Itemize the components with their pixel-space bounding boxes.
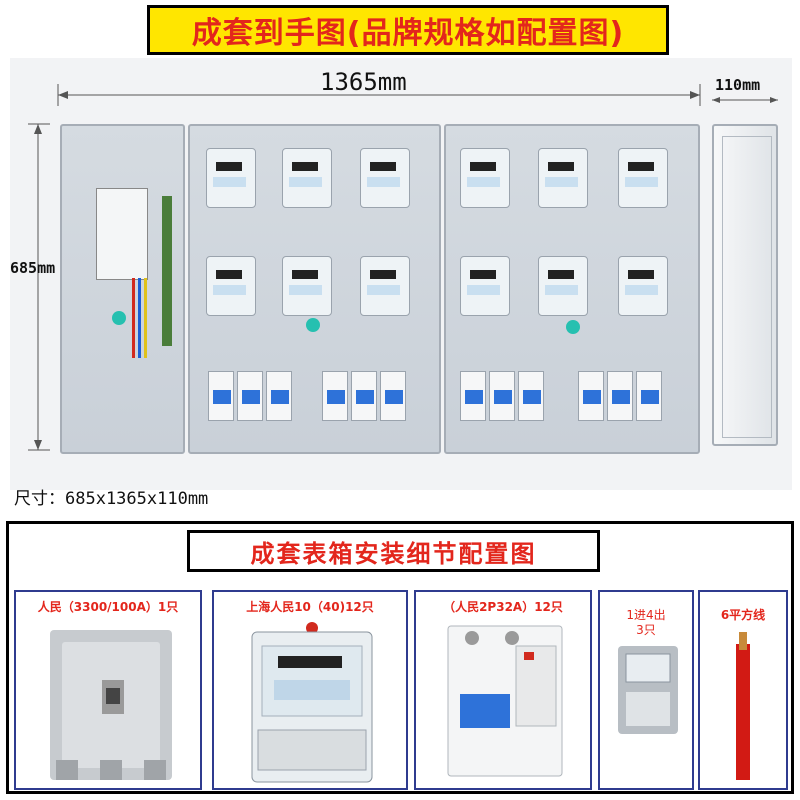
- breaker: [237, 371, 263, 421]
- terminal-marker: [566, 320, 580, 334]
- breaker: [518, 371, 544, 421]
- energy-meter: [282, 148, 332, 208]
- breaker: [460, 371, 486, 421]
- height-dimension: 685mm: [10, 259, 56, 277]
- wire-yellow: [144, 278, 147, 358]
- detail-card-meter: 上海人民10（40)12只: [212, 590, 408, 790]
- depth-dimension: 110mm: [715, 76, 761, 94]
- energy-meter: [206, 148, 256, 208]
- energy-meter: [538, 148, 588, 208]
- top-title-banner: 成套到手图(品牌规格如配置图): [147, 5, 669, 55]
- detail-card-wire: 6平方线: [698, 590, 788, 790]
- detail-label-2p-breaker: （人民2P32A）12只: [443, 600, 563, 614]
- side-view-inner: [722, 136, 772, 438]
- detail-label-main-breaker: 人民（3300/100A）1只: [37, 600, 179, 614]
- dimension-lines: [28, 84, 778, 451]
- terminal-strip: [162, 196, 172, 346]
- width-dimension: 1365mm: [320, 68, 407, 96]
- breaker: [266, 371, 292, 421]
- detail-card-2p-breaker: （人民2P32A）12只: [414, 590, 592, 790]
- detail-label-terminal-line2: 3只: [636, 623, 656, 637]
- energy-meter: [282, 256, 332, 316]
- rcbo-breaker-image: [447, 625, 563, 777]
- breaker: [489, 371, 515, 421]
- distribution-terminal-image: [618, 646, 678, 734]
- meter-panel-right: [444, 124, 700, 454]
- energy-meter: [360, 148, 410, 208]
- detail-label-meter: 上海人民10（40)12只: [246, 600, 374, 614]
- energy-meter: [618, 148, 668, 208]
- breaker: [322, 371, 348, 421]
- detail-label-wire: 6平方线: [720, 608, 766, 622]
- molded-case-breaker-image: [50, 630, 172, 780]
- breaker: [380, 371, 406, 421]
- meter-panel-left: [188, 124, 441, 454]
- breaker: [607, 371, 633, 421]
- size-spec: 尺寸：685x1365x110mm: [14, 489, 209, 509]
- breaker: [636, 371, 662, 421]
- top-title: 成套到手图(品牌规格如配置图): [191, 16, 625, 51]
- breaker: [351, 371, 377, 421]
- main-breaker: [96, 188, 148, 280]
- details-frame: [6, 521, 794, 794]
- energy-meter: [538, 256, 588, 316]
- detail-card-terminal: 1进4出 3只: [598, 590, 694, 790]
- energy-meter: [206, 256, 256, 316]
- wire-red: [132, 278, 135, 358]
- details-title: 成套表箱安装细节配置图: [250, 539, 537, 568]
- main-switch-panel: [60, 124, 185, 454]
- energy-meter: [460, 256, 510, 316]
- side-view: [712, 124, 778, 446]
- terminal-marker: [306, 318, 320, 332]
- energy-meter: [618, 256, 668, 316]
- wire-blue: [138, 278, 141, 358]
- breaker: [208, 371, 234, 421]
- energy-meter: [460, 148, 510, 208]
- detail-label-terminal-line1: 1进4出: [626, 608, 666, 622]
- copper-wire-image: [736, 632, 750, 780]
- breaker: [578, 371, 604, 421]
- energy-meter-image: [251, 622, 373, 783]
- terminal-marker: [112, 311, 126, 325]
- energy-meter: [360, 256, 410, 316]
- details-title-banner: 成套表箱安装细节配置图: [187, 530, 600, 572]
- detail-card-main-breaker: 人民（3300/100A）1只: [14, 590, 202, 790]
